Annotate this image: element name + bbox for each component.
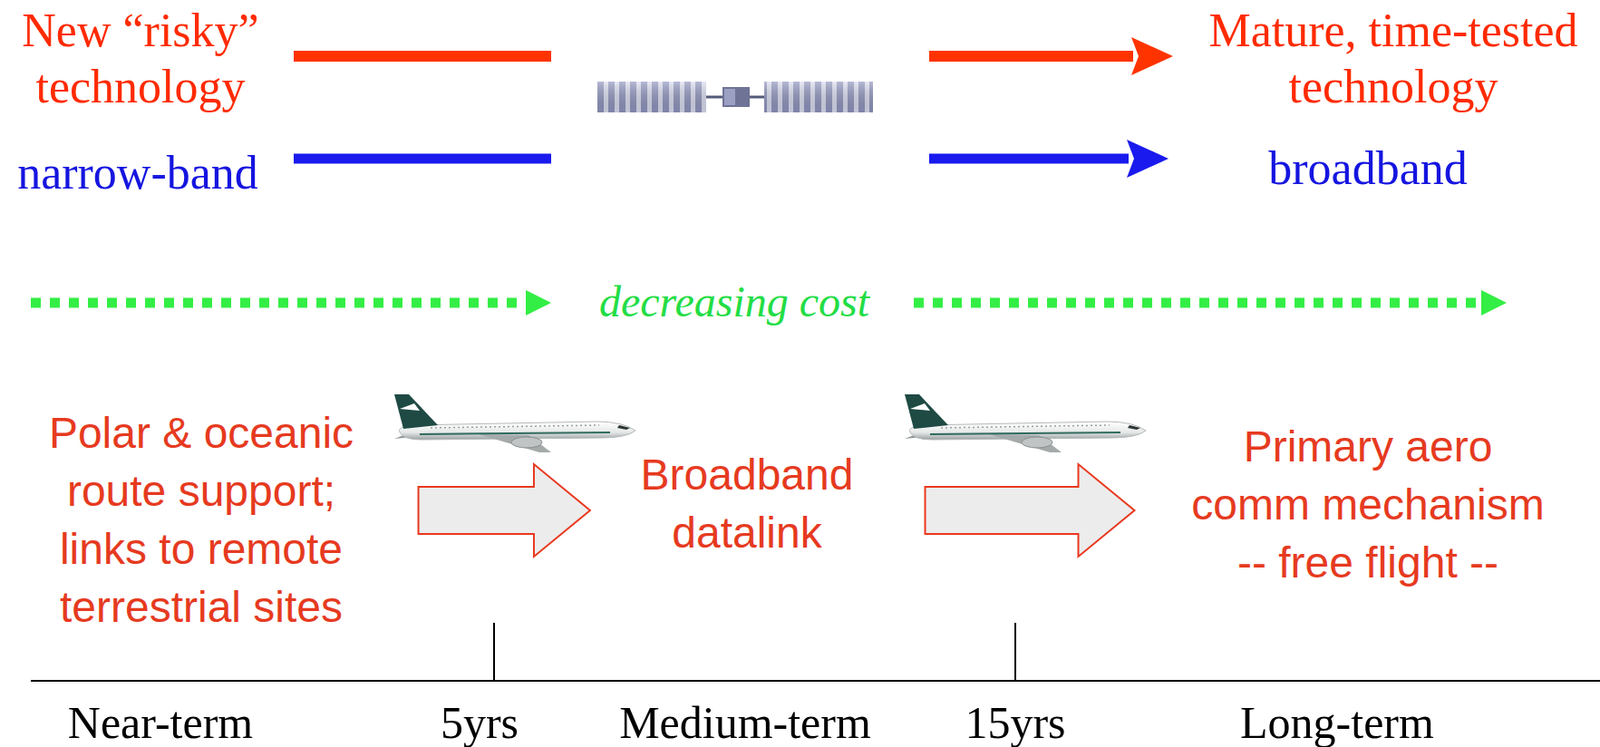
airplane-illustration [392,392,638,456]
phase-text: Broadband datalink [629,446,865,563]
timeline-label: Long-term [1240,696,1435,747]
airplane-illustration [902,392,1148,456]
node-text: narrow-band [6,145,270,202]
trend-label: decreasing cost [599,276,870,327]
satellite-illustration [597,81,873,113]
connector-arrow [293,37,1174,76]
phase-text: Primary aero comm mechanism -- free flig… [1182,417,1554,592]
timeline-label: 5yrs [440,696,519,747]
node-text: New “risky” technology [4,2,277,116]
node-text: Polar & oceanic route support; links to … [33,404,369,637]
node-text: Broadband datalink [629,446,865,563]
timeline-label: Medium-term [619,696,872,747]
status-heading: Mature, time-tested technology [1193,2,1593,116]
timeline-label: Near-term [67,696,253,747]
status-heading: New “risky” technology [4,2,277,116]
timeline-label: 15yrs [964,696,1066,747]
connector-arrow [418,464,591,557]
bandwidth-label: narrow-band [6,145,270,202]
node-text: Primary aero comm mechanism -- free flig… [1182,417,1554,592]
bandwidth-label: broadband [1254,140,1482,197]
connector-arrow [293,139,1169,178]
phase-text: Polar & oceanic route support; links to … [33,404,369,637]
node-text: Mature, time-tested technology [1193,2,1593,116]
connector-arrow [925,464,1135,557]
node-text: broadband [1254,140,1482,197]
